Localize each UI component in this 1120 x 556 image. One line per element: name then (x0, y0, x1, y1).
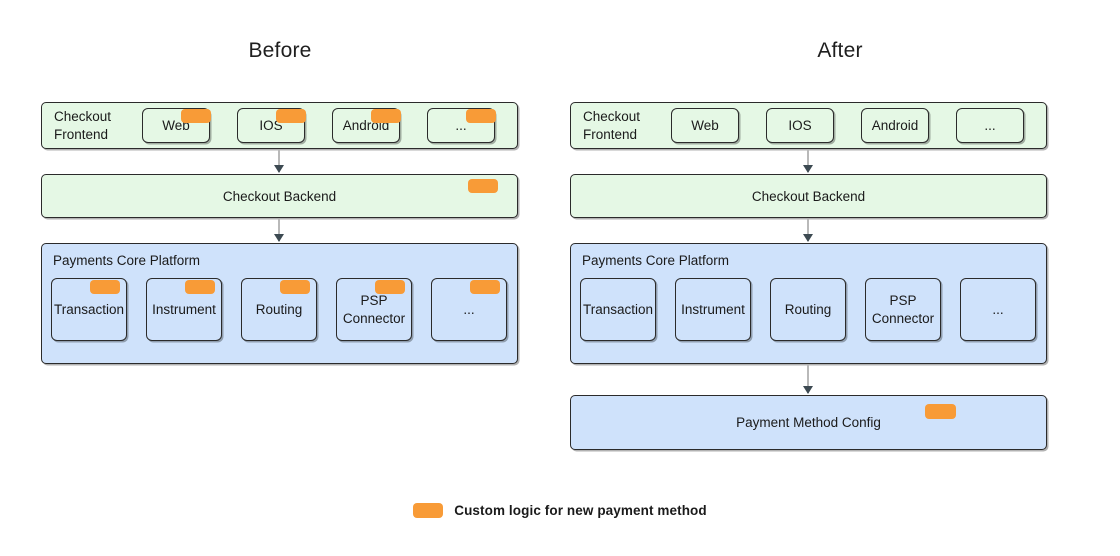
before-checkout-backend-label: Checkout Backend (222, 188, 337, 204)
before-checkout-backend-custom-logic-badge (468, 179, 498, 193)
legend-swatch-custom-logic (413, 503, 444, 518)
before-core-node-other[interactable]: ... (431, 278, 507, 341)
after-checkout-backend-label: Checkout Backend (751, 188, 866, 204)
before-core-node-transaction-custom-logic-badge (90, 280, 120, 294)
after-frontend-node-web[interactable]: Web (671, 108, 739, 143)
before-frontend-node-android-custom-logic-badge (371, 109, 401, 123)
after-core-node-psp-connector[interactable]: PSP Connector (865, 278, 941, 341)
after-arrow-backend-to-core (807, 219, 809, 241)
after-checkout-backend-band: Checkout Backend (570, 174, 1047, 218)
before-checkout-frontend-label: Checkout Frontend (54, 108, 112, 142)
after-core-node-other[interactable]: ... (960, 278, 1036, 341)
after-core-node-transaction[interactable]: Transaction (580, 278, 656, 341)
after-frontend-node-android[interactable]: Android (861, 108, 929, 143)
after-arrow-core-to-payment-method-config (807, 365, 809, 393)
before-arrow-frontend-to-backend (278, 150, 280, 172)
after-checkout-frontend-label: Checkout Frontend (583, 108, 641, 142)
legend: Custom logic for new payment method (0, 503, 1120, 518)
before-core-node-other-custom-logic-badge (470, 280, 500, 294)
before-payments-core-platform-label: Payments Core Platform (53, 253, 201, 268)
after-frontend-node-other[interactable]: ... (956, 108, 1024, 143)
after-payment-method-config-label: Payment Method Config (736, 415, 881, 430)
after-arrow-frontend-to-backend (807, 150, 809, 172)
before-frontend-node-ios-custom-logic-badge (276, 109, 306, 123)
after-core-node-instrument[interactable]: Instrument (675, 278, 751, 341)
before-core-node-routing-custom-logic-badge (280, 280, 310, 294)
legend-label: Custom logic for new payment method (454, 503, 707, 518)
before-core-node-instrument-custom-logic-badge (185, 280, 215, 294)
before-frontend-node-other-custom-logic-badge (466, 109, 496, 123)
column-title-after: After (817, 39, 863, 62)
before-arrow-backend-to-core (278, 219, 280, 241)
before-frontend-node-web-custom-logic-badge (181, 109, 211, 123)
before-checkout-backend-band: Checkout Backend (41, 174, 518, 218)
after-payments-core-platform-label: Payments Core Platform (582, 253, 730, 268)
before-core-node-psp-connector-custom-logic-badge (375, 280, 405, 294)
after-core-node-routing[interactable]: Routing (770, 278, 846, 341)
after-frontend-node-ios[interactable]: IOS (766, 108, 834, 143)
before-frontend-node-other[interactable]: ... (427, 108, 495, 143)
column-title-before: Before (248, 39, 312, 62)
after-payment-method-config-custom-logic-badge (925, 404, 956, 419)
after-payment-method-config-band: Payment Method Config (570, 395, 1047, 450)
